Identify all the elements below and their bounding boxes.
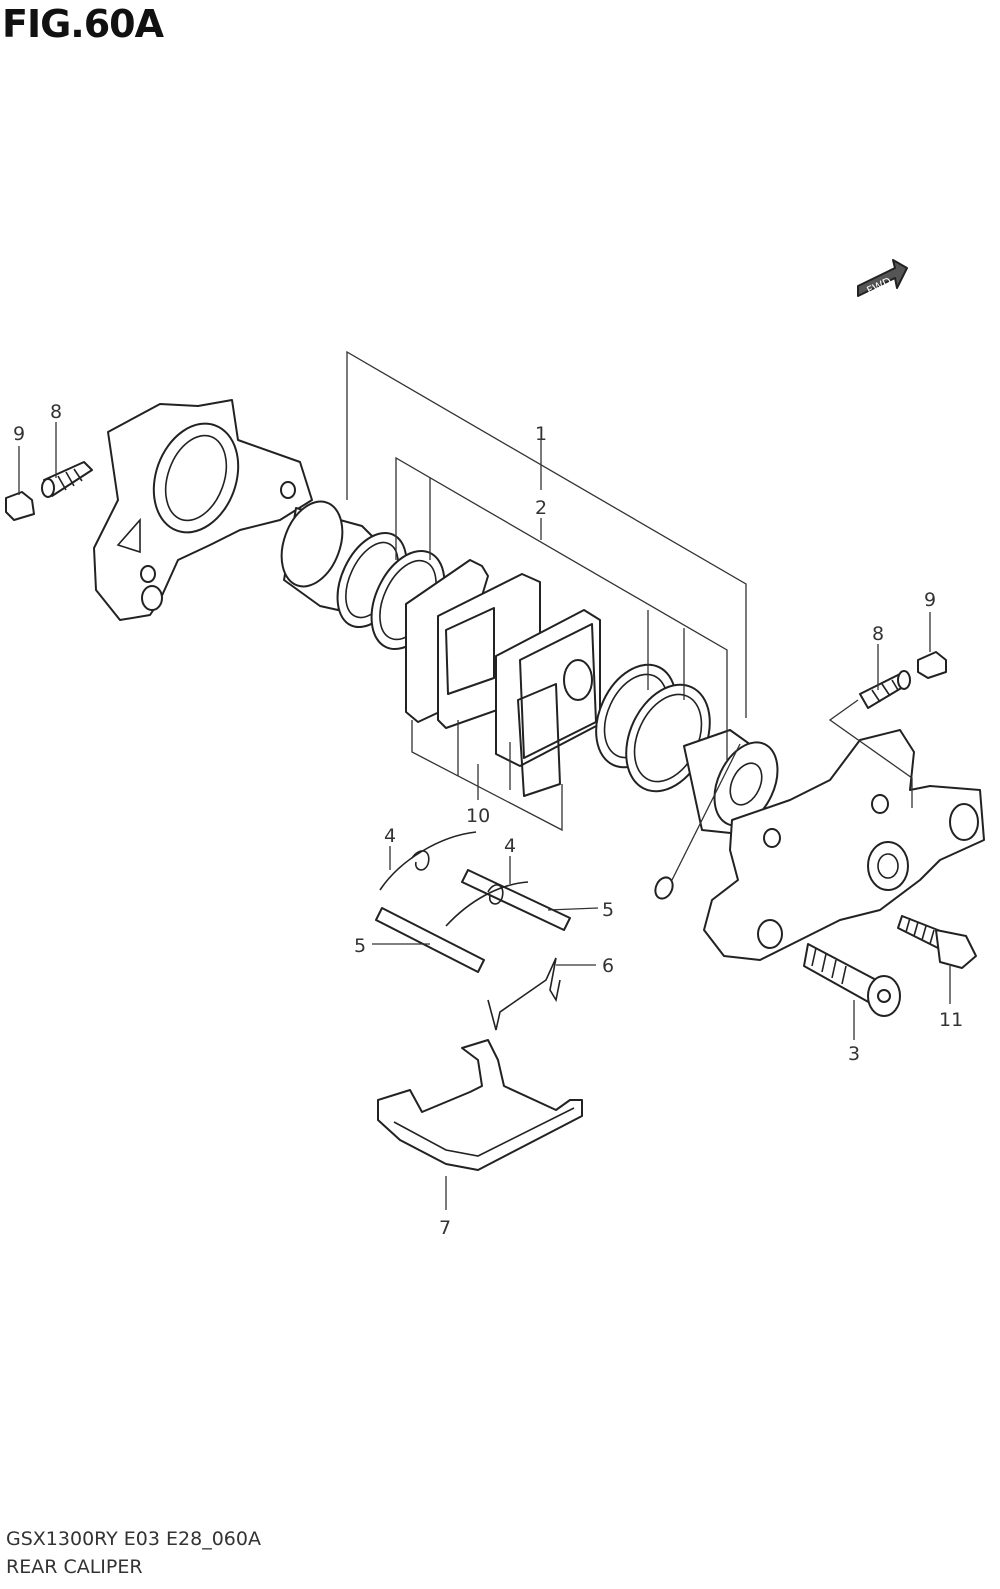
fwd-arrow-icon: FWD bbox=[857, 259, 908, 298]
callout-4-left: 4 bbox=[384, 825, 396, 847]
fwd-label: FWD bbox=[865, 275, 894, 298]
pad-spring bbox=[487, 957, 561, 1031]
bracket-bolt bbox=[897, 915, 977, 969]
washer bbox=[654, 876, 674, 900]
assembly-bracket-2 bbox=[395, 456, 728, 760]
callout-6: 6 bbox=[602, 955, 614, 977]
bleeder-cap-right bbox=[917, 651, 947, 679]
callout-10: 10 bbox=[466, 805, 490, 827]
bleeder-valve-right bbox=[859, 670, 911, 709]
callout-11: 11 bbox=[939, 1009, 963, 1031]
callout-9-left: 9 bbox=[13, 423, 25, 445]
pad-cover bbox=[377, 1039, 583, 1171]
callout-1: 1 bbox=[535, 423, 547, 445]
caliper-body-right bbox=[703, 729, 985, 961]
diagram-code: GSX1300RY E03 E28_060A bbox=[6, 1528, 261, 1550]
callout-3: 3 bbox=[848, 1043, 860, 1065]
bleeder-bracket-right bbox=[828, 699, 913, 808]
callout-5-left: 5 bbox=[354, 935, 366, 957]
pin-clip-left bbox=[379, 831, 477, 891]
figure-title: FIG.60A bbox=[2, 2, 164, 46]
callout-2: 2 bbox=[535, 497, 547, 519]
piston-right bbox=[683, 729, 779, 835]
diagram-subtitle: REAR CALIPER bbox=[6, 1556, 143, 1578]
pin-clip-right bbox=[445, 881, 529, 927]
bleeder-valve-left bbox=[41, 461, 93, 498]
callout-7: 7 bbox=[439, 1217, 451, 1239]
bleeder-cap-left bbox=[5, 491, 35, 521]
pad-pin-lower bbox=[375, 907, 485, 973]
pad-bracket-10 bbox=[411, 478, 685, 832]
pad-pin-upper bbox=[461, 869, 571, 931]
caliper-bolt bbox=[803, 943, 901, 1017]
callout-9-right: 9 bbox=[924, 589, 936, 611]
callout-5-right: 5 bbox=[602, 899, 614, 921]
callout-4-right: 4 bbox=[504, 835, 516, 857]
piston-left bbox=[280, 500, 377, 611]
caliper-body-left bbox=[93, 399, 313, 621]
assembly-bracket-1 bbox=[346, 350, 747, 718]
callout-8-right: 8 bbox=[872, 623, 884, 645]
brake-pad-set bbox=[405, 559, 601, 797]
callout-8-left: 8 bbox=[50, 401, 62, 423]
